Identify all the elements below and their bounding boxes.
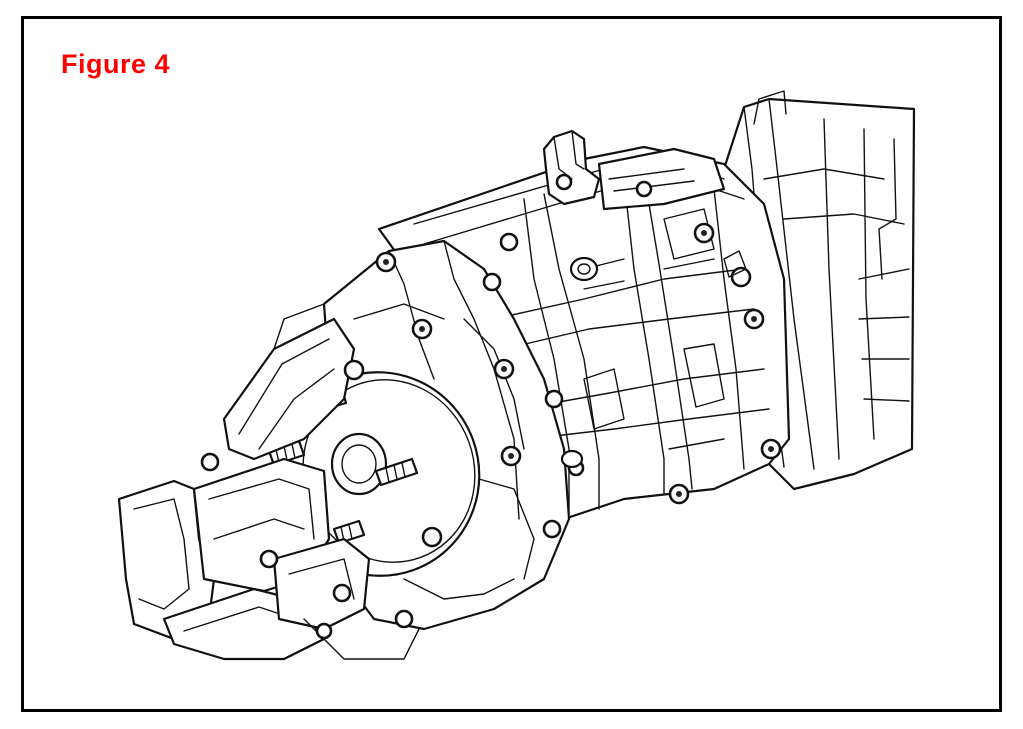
front-bracket xyxy=(117,317,420,661)
case-bosses xyxy=(560,250,747,469)
transmission-illustration xyxy=(117,90,916,661)
figure-frame: Figure 4 xyxy=(21,16,1002,712)
housing-bolts xyxy=(200,173,782,640)
figure-title: Figure 4 xyxy=(61,49,171,79)
